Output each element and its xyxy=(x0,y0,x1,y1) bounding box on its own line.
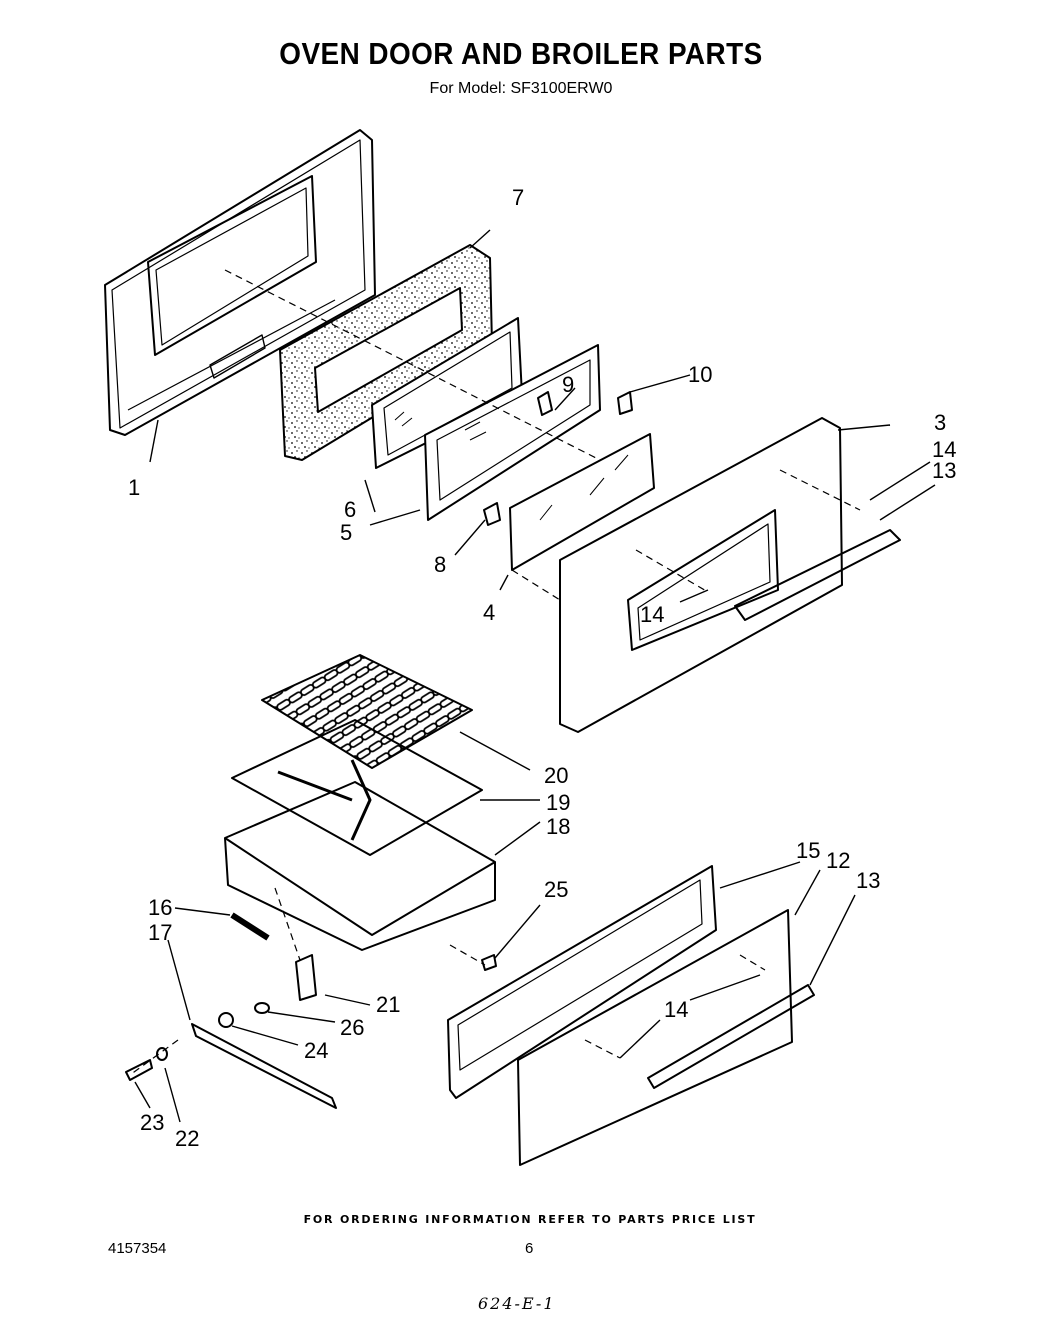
nut xyxy=(218,1012,234,1028)
callout-9: 9 xyxy=(562,372,574,397)
callout-18: 18 xyxy=(546,814,570,839)
door-glass-liner xyxy=(424,344,601,521)
door-bracket xyxy=(617,391,633,415)
broiler-arm xyxy=(191,1023,337,1109)
callout-14b: 14 xyxy=(640,602,664,627)
callout-20: 20 xyxy=(544,763,568,788)
callout-5: 5 xyxy=(340,520,352,545)
callout-19: 19 xyxy=(546,790,570,815)
callout-23: 23 xyxy=(140,1110,164,1135)
screw xyxy=(254,1002,270,1014)
callout-25: 25 xyxy=(544,877,568,902)
drawer-handle xyxy=(647,984,815,1089)
callout-14c: 14 xyxy=(664,997,688,1022)
door-insulation xyxy=(279,244,493,461)
callout-8: 8 xyxy=(434,552,446,577)
page-title: OVEN DOOR AND BROILER PARTS xyxy=(279,36,763,71)
bolt xyxy=(125,1059,153,1081)
model-subtitle: For Model: SF3100ERW0 xyxy=(429,80,613,97)
callout-7: 7 xyxy=(512,185,524,210)
callout-26: 26 xyxy=(340,1015,364,1040)
handwritten-code: 624-E-1 xyxy=(478,1294,556,1313)
callout-14a: 14 xyxy=(932,437,956,462)
callout-6: 6 xyxy=(344,497,356,522)
callout-16: 16 xyxy=(148,895,172,920)
callout-labels: 1 7 10 9 3 14 13 6 5 8 4 14 20 19 18 15 … xyxy=(128,185,956,1151)
callout-17: 17 xyxy=(148,920,172,945)
callout-13a: 13 xyxy=(932,458,956,483)
callout-12: 12 xyxy=(826,848,850,873)
assembly-lines xyxy=(129,269,861,1076)
broiler-grid xyxy=(261,654,473,769)
glass-clip xyxy=(537,391,553,416)
liner-clip xyxy=(483,502,501,526)
inner-door-panel xyxy=(104,129,376,436)
broiler-pan xyxy=(224,781,496,951)
callout-3: 3 xyxy=(934,410,946,435)
outer-glass xyxy=(509,433,655,571)
callout-15: 15 xyxy=(796,838,820,863)
callout-21: 21 xyxy=(376,992,400,1017)
drawer-clip xyxy=(481,954,497,971)
washer xyxy=(156,1047,168,1061)
callout-1: 1 xyxy=(128,475,140,500)
document-number: 4157354 xyxy=(108,1240,167,1257)
ordering-note: FOR ORDERING INFORMATION REFER TO PARTS … xyxy=(303,1213,757,1226)
drawer-outer-panel xyxy=(517,909,793,1166)
callout-22: 22 xyxy=(175,1126,199,1151)
drawer-inner-panel xyxy=(447,865,717,1099)
callout-4: 4 xyxy=(483,600,495,625)
outer-door-panel xyxy=(559,417,843,733)
callout-10: 10 xyxy=(688,362,712,387)
leader-lines xyxy=(134,229,936,1123)
page-number: 6 xyxy=(525,1240,534,1257)
callout-24: 24 xyxy=(304,1038,328,1063)
door-handle xyxy=(734,529,901,621)
callout-13b: 13 xyxy=(856,868,880,893)
broiler-pan-insert xyxy=(231,719,483,856)
pan-bracket xyxy=(295,954,317,1001)
spring xyxy=(230,912,270,941)
exploded-parts-diagram: 1 7 10 9 3 14 13 6 5 8 4 14 20 19 18 15 … xyxy=(104,129,956,1166)
